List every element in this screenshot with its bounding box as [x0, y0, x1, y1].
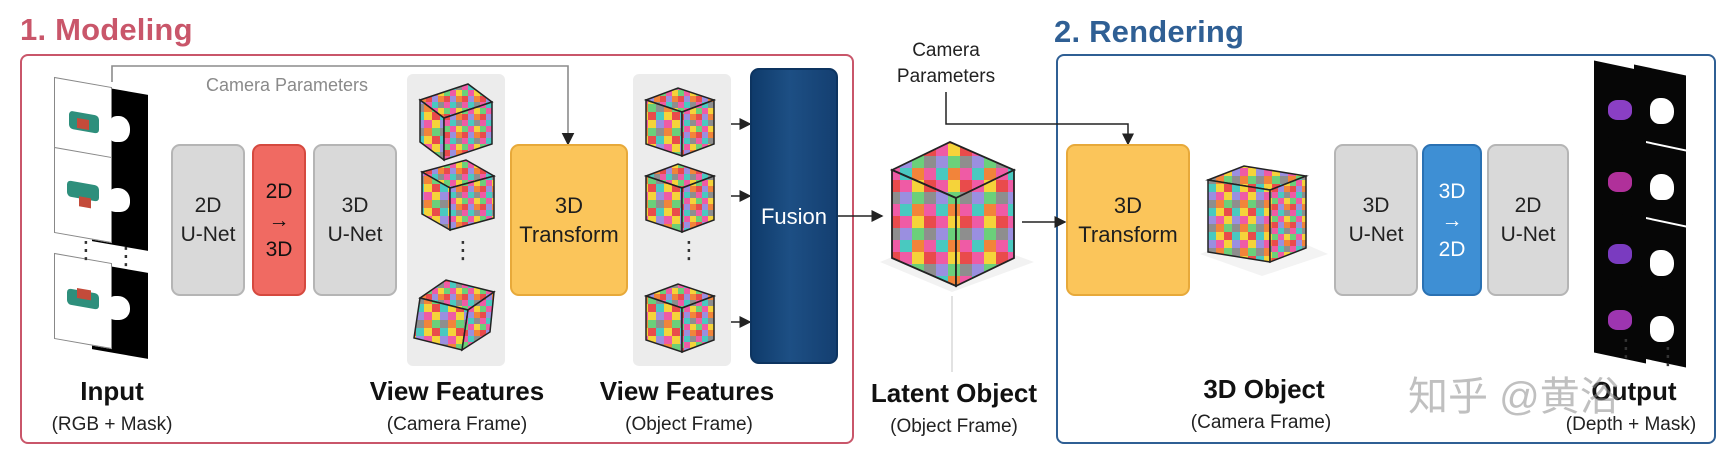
cube-3d-object — [1205, 165, 1309, 264]
rendering-panel — [1056, 54, 1716, 444]
caption-output: Output — [1591, 376, 1677, 406]
transform-3d-modeling: 3D Transform — [510, 144, 628, 296]
camera-params-line-modeling — [111, 65, 575, 146]
camera-frame-ellipsis: ⋮ — [451, 237, 475, 264]
unet-3d-decoder: 3D U-Net — [1334, 144, 1418, 296]
cube-object-frame-1 — [643, 87, 717, 158]
output-mask-ellipsis: ⋮ — [1656, 343, 1680, 370]
unet-3d-encoder: 3D U-Net — [313, 144, 397, 296]
rendering-section-title: 2. Rendering — [1054, 14, 1245, 49]
project-3d-to-2d: 3D → 2D — [1422, 144, 1482, 296]
cube-latent-object — [889, 141, 1017, 288]
cube-camera-frame-1 — [418, 83, 494, 162]
fusion-block: Fusion — [750, 68, 838, 364]
caption-3d-object-sub: (Camera Frame) — [1190, 412, 1332, 433]
caption-output-sub: (Depth + Mask) — [1565, 414, 1697, 435]
output-depth-ellipsis: ⋮ — [1614, 335, 1638, 362]
camera-params-label-modeling: Camera Parameters — [206, 75, 369, 95]
camera-params-label-rendering: Camera Parameters — [896, 40, 996, 87]
caption-input: Input — [80, 376, 144, 406]
caption-input-sub: (RGB + Mask) — [51, 414, 173, 435]
watermark: 知乎 @黄浴 — [1408, 375, 1620, 419]
modeling-section-title: 1. Modeling — [20, 12, 193, 47]
transform-3d-rendering: 3D Transform — [1066, 144, 1190, 296]
caption-3d-object: 3D Object — [1203, 374, 1325, 404]
modeling-panel — [20, 54, 854, 444]
object-frame-ellipsis: ⋮ — [677, 237, 701, 264]
cube-object-frame-3 — [643, 283, 717, 354]
lift-2d-to-3d: 2D → 3D — [252, 144, 306, 296]
caption-view-features-object-sub: (Object Frame) — [625, 414, 753, 435]
camera-params-line-rendering — [945, 92, 1134, 146]
caption-view-features-camera: View Features — [369, 376, 545, 406]
caption-latent-object-sub: (Object Frame) — [890, 416, 1018, 437]
unet-2d-encoder: 2D U-Net — [171, 144, 245, 296]
unet-2d-decoder: 2D U-Net — [1487, 144, 1569, 296]
caption-view-features-camera-sub: (Camera Frame) — [386, 414, 528, 435]
cube-object-frame-2 — [643, 163, 717, 234]
cube-camera-frame-2 — [420, 159, 496, 232]
cube-camera-frame-3 — [413, 279, 496, 352]
caption-view-features-object: View Features — [599, 376, 775, 406]
caption-latent-object: Latent Object — [870, 378, 1038, 408]
